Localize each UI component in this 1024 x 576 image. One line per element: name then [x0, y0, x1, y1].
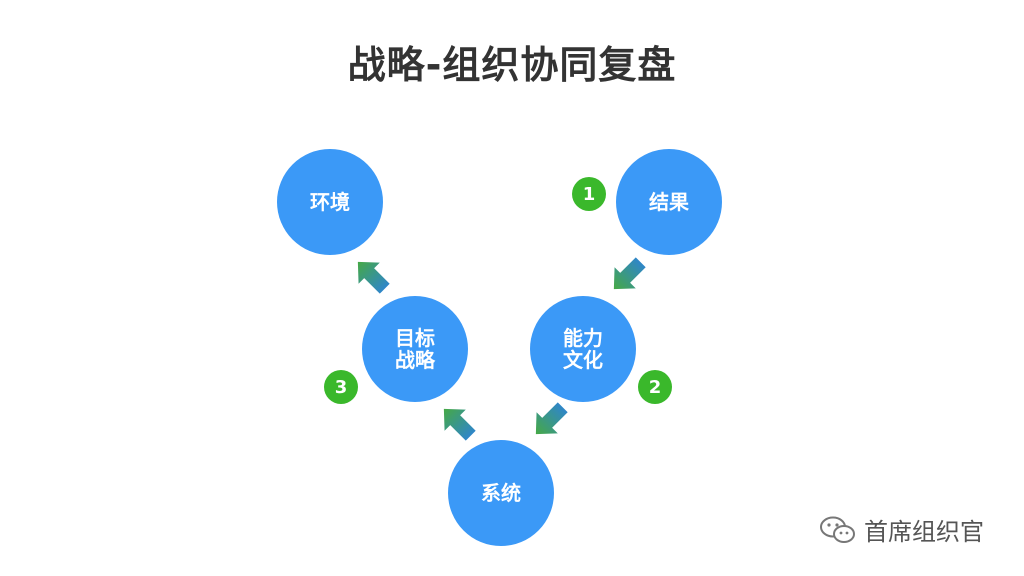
- wechat-icon: [820, 516, 855, 543]
- node-capability-culture: 能力 文化: [530, 296, 636, 402]
- step-badge-1: 1: [572, 177, 606, 211]
- step-badge-2: 2: [638, 370, 672, 404]
- watermark: 首席组织官: [818, 512, 984, 547]
- watermark-text: 首席组织官: [864, 518, 984, 546]
- node-system: 系统: [448, 440, 554, 546]
- node-goal-strategy: 目标 战略: [362, 296, 468, 402]
- page-title: 战略-组织协同复盘: [347, 43, 677, 87]
- arrow-result-to-capability: [613, 257, 646, 290]
- node-result: 结果: [616, 149, 722, 255]
- arrow-goal-to-environment: [357, 261, 390, 294]
- arrow-capability-to-system: [535, 402, 568, 435]
- step-badge-3: 3: [324, 370, 358, 404]
- arrow-system-to-goal: [443, 408, 476, 441]
- node-environment: 环境: [277, 149, 383, 255]
